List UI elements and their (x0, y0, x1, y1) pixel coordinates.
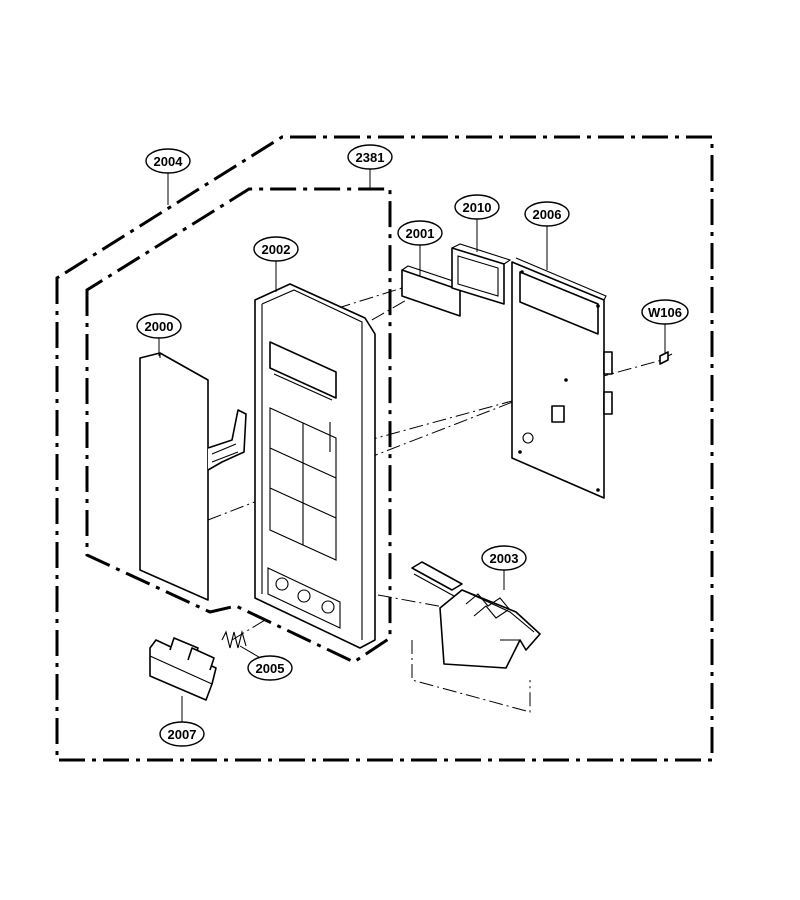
callout-label-2000: 2000 (145, 319, 174, 334)
callout-2004: 2004 (145, 148, 191, 174)
callout-2007: 2007 (159, 721, 205, 747)
assembly-boundary-2381 (85, 187, 392, 664)
part-2003-latch-lever (411, 561, 541, 669)
part-2005-spring (221, 629, 247, 649)
assembly-boundary-2004 (55, 135, 714, 762)
callout-2002: 2002 (253, 236, 299, 262)
callout-label-w106: W106 (648, 305, 682, 320)
part-2000-membrane-keypad (139, 352, 247, 601)
callout-label-2002: 2002 (262, 242, 291, 257)
part-2010-display-frame (451, 243, 512, 305)
part-2002-control-panel (254, 283, 376, 649)
callout-label-2001: 2001 (406, 226, 435, 241)
callout-label-2004: 2004 (154, 154, 184, 169)
callout-label-2005: 2005 (256, 661, 285, 676)
part-2006-pcb (511, 257, 613, 499)
callout-2381: 2381 (347, 144, 393, 170)
callout-label-2010: 2010 (463, 200, 492, 215)
callout-label-2007: 2007 (168, 727, 197, 742)
callout-label-2003: 2003 (490, 551, 519, 566)
part-w106-screw (659, 351, 673, 365)
callout-w106: W106 (641, 299, 689, 325)
callout-2005: 2005 (247, 655, 293, 681)
part-2007-push-button (149, 637, 217, 701)
callout-2003: 2003 (481, 545, 527, 571)
callout-2006: 2006 (524, 201, 570, 227)
callout-label-2006: 2006 (533, 207, 562, 222)
keypad-grid (269, 407, 337, 561)
callout-2000: 2000 (136, 313, 182, 339)
callout-label-2381: 2381 (356, 150, 385, 165)
callout-leaders (158, 169, 666, 722)
callout-2001: 2001 (397, 220, 443, 246)
callout-2010: 2010 (454, 194, 500, 220)
